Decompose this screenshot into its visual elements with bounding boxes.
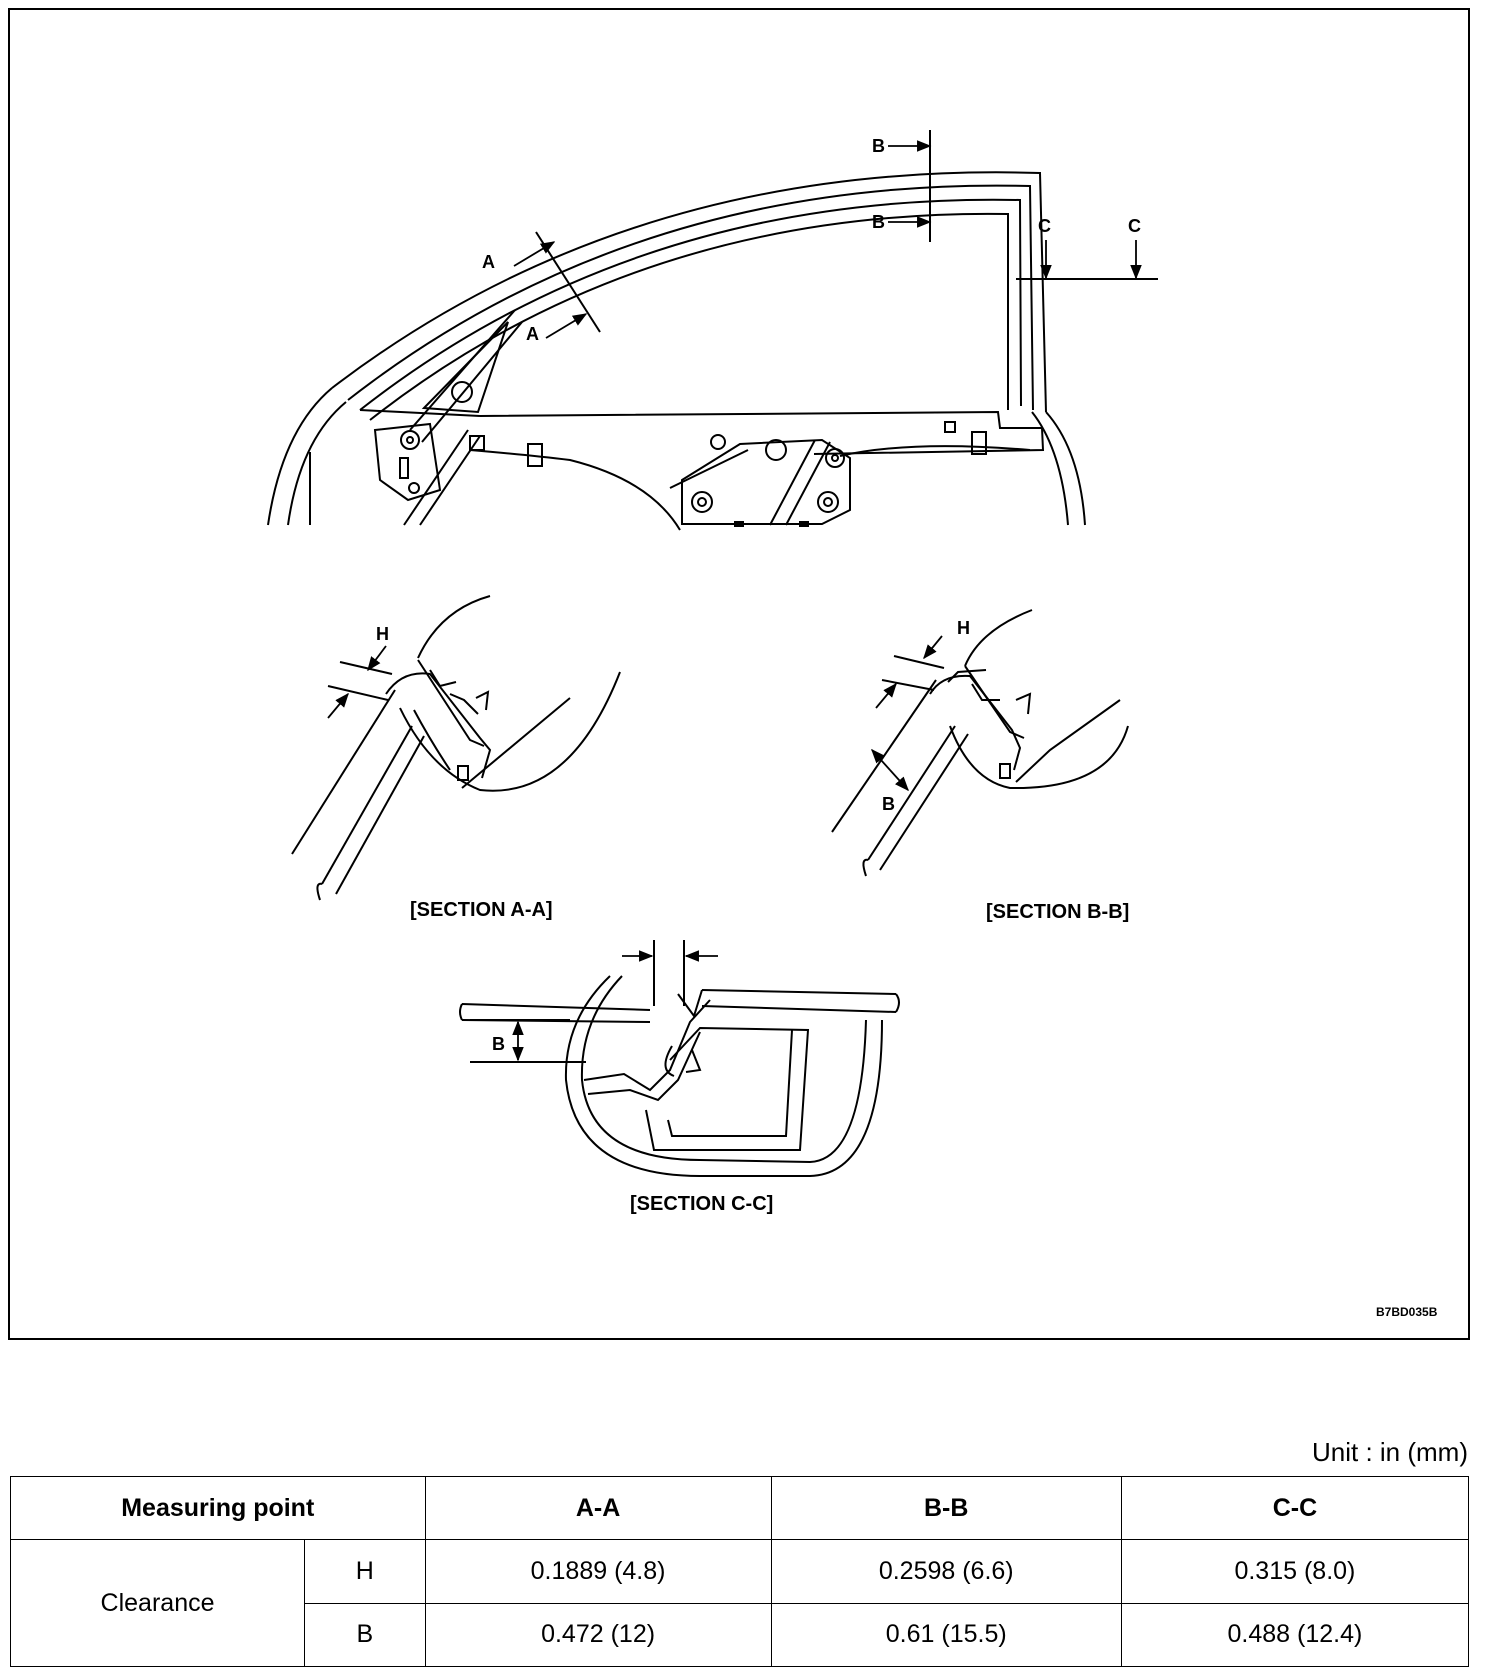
section-aa-caption: [SECTION A-A] xyxy=(410,899,553,921)
section-markers xyxy=(513,140,1142,339)
bb-label-b: B xyxy=(882,794,895,814)
marker-a-top: A xyxy=(482,252,495,272)
section-cc-caption: [SECTION C-C] xyxy=(630,1193,773,1215)
row-label-b: B xyxy=(304,1602,426,1668)
cell-h-cc: 0.315 (8.0) xyxy=(1120,1539,1470,1604)
table-row: Clearance H 0.1889 (4.8) 0.2598 (6.6) 0.… xyxy=(9,1539,1470,1667)
aa-label-h: H xyxy=(376,624,389,644)
header-aa: A-A xyxy=(424,1475,772,1541)
bb-label-h: H xyxy=(957,618,970,638)
cell-b-bb: 0.61 (15.5) xyxy=(770,1602,1122,1668)
section-bb-caption: [SECTION B-B] xyxy=(986,901,1129,923)
header-cc: C-C xyxy=(1120,1475,1470,1541)
header-measuring-point: Measuring point xyxy=(10,1475,426,1541)
figure-frame: A A B B C C H [SECTION A-A] xyxy=(8,8,1470,1340)
cell-b-aa: 0.472 (12) xyxy=(424,1602,772,1668)
cc-label-b: B xyxy=(492,1034,505,1054)
marker-b-top: B xyxy=(872,136,885,156)
row-label-h: H xyxy=(304,1539,426,1604)
section-bb-drawing xyxy=(831,609,1129,877)
door-glass-diagram: A A B B C C H [SECTION A-A] xyxy=(267,130,1438,1319)
marker-b-bottom: B xyxy=(872,212,885,232)
figure-code: B7BD035B xyxy=(1376,1305,1438,1319)
row-group-clearance: Clearance xyxy=(9,1539,306,1667)
marker-c-left: C xyxy=(1038,216,1051,236)
cell-h-aa: 0.1889 (4.8) xyxy=(424,1539,772,1604)
door-overview xyxy=(267,130,1158,531)
table-row: B 0.472 (12) 0.61 (15.5) 0.488 (12.4) xyxy=(11,1602,1470,1668)
unit-label: Unit : in (mm) xyxy=(1312,1437,1468,1467)
header-bb: B-B xyxy=(770,1475,1122,1541)
section-cc-drawing xyxy=(459,940,900,1177)
cell-h-bb: 0.2598 (6.6) xyxy=(770,1539,1122,1604)
section-aa-drawing xyxy=(291,595,621,901)
table-header-row: Measuring point A-A B-B C-C xyxy=(10,1475,1470,1541)
marker-a-bottom: A xyxy=(526,324,539,344)
cell-b-cc: 0.488 (12.4) xyxy=(1120,1602,1470,1668)
clearance-table: Measuring point A-A B-B C-C Clearance H … xyxy=(9,1475,1470,1668)
marker-c-right: C xyxy=(1128,216,1141,236)
